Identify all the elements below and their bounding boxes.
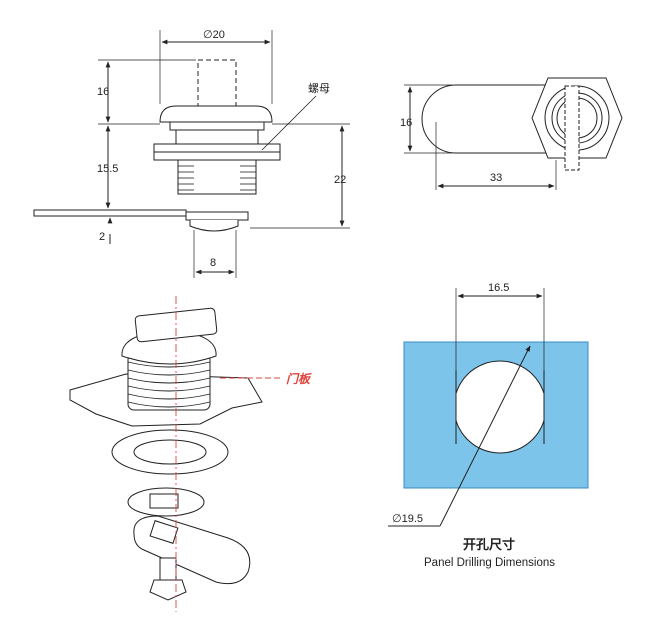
dim-stem-height: 16	[97, 86, 109, 98]
thread-lines	[178, 165, 256, 191]
dim-bottom-width: 8	[210, 257, 216, 269]
lock-body	[175, 129, 259, 145]
dim-body-height: 15.5	[97, 163, 118, 175]
end-view	[404, 77, 623, 190]
cutout-title-cn: 开孔尺寸	[463, 537, 515, 552]
panel-plate	[33, 209, 187, 217]
panel-cutout	[388, 288, 589, 527]
cutout-title-en: Panel Drilling Dimensions	[424, 557, 555, 569]
dim-diameter: ∅19.5	[392, 513, 423, 525]
exploded-screw	[159, 557, 177, 581]
dim-cam-thickness: 2	[99, 231, 105, 243]
dim-height: 16	[400, 117, 412, 129]
nut-label: 螺母	[308, 82, 330, 95]
cam-tip	[189, 220, 239, 232]
dim-top-width: ∅20	[203, 29, 225, 41]
dim-total-height: 22	[334, 174, 346, 186]
end-view-dimensions: 16 33	[400, 117, 502, 184]
exploded-cam	[133, 515, 251, 585]
threaded-body	[177, 159, 257, 195]
side-view	[33, 30, 350, 278]
exploded-view	[69, 296, 282, 612]
dim-diameter-line	[439, 345, 531, 527]
side-view-dimensions: ∅20 16 15.5 22 2 8 螺母	[97, 29, 346, 269]
exploded-thread-lines	[127, 361, 211, 408]
panel-label: 门板	[286, 372, 312, 386]
cam	[185, 211, 249, 221]
dim-flat-width: 16.5	[488, 282, 509, 294]
top-flange	[159, 105, 273, 123]
key-slot	[564, 85, 580, 171]
dim-length: 33	[490, 172, 502, 184]
key-stem	[197, 59, 237, 107]
